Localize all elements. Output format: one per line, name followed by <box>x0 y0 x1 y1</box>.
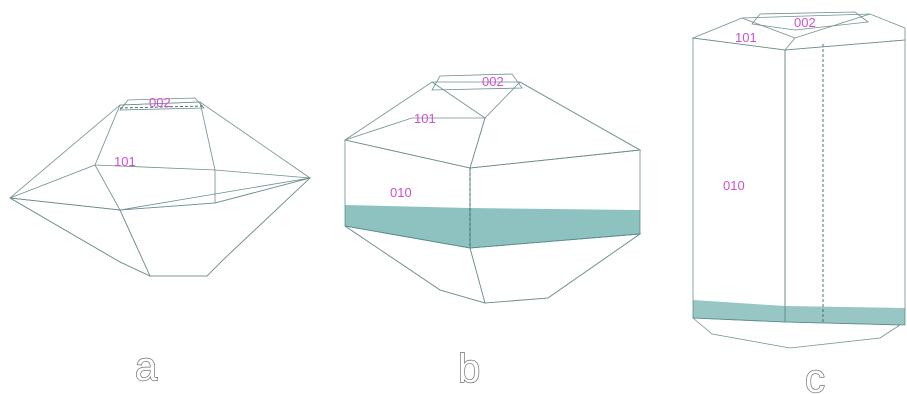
crystal-b-upper-facet-right <box>469 81 642 169</box>
crystal-b-label-101: 101 <box>414 111 436 126</box>
crystal-c-top-face <box>751 11 870 31</box>
crystal-a: 002 101 <box>9 95 312 277</box>
crystal-b-top-face <box>431 73 523 91</box>
crystal-c-label-101: 101 <box>735 30 757 45</box>
panel-letter-c: c <box>805 357 825 394</box>
crystal-b-label-010: 010 <box>390 185 412 200</box>
crystal-a-upper-facet-mid <box>94 101 216 171</box>
crystal-c-label-010: 010 <box>723 178 745 193</box>
crystal-c-prism-right <box>784 39 906 326</box>
crystal-a-upper-pyramid <box>9 101 311 211</box>
crystal-a-label-002: 002 <box>149 95 171 110</box>
crystal-a-edge-left <box>9 164 121 211</box>
crystal-b: 002 101 010 <box>344 73 642 304</box>
panel-letter-b: b <box>458 347 480 391</box>
crystal-b-label-002: 002 <box>482 74 504 89</box>
crystal-b-prism-shade <box>345 205 640 248</box>
crystal-b-upper-edges <box>344 81 487 141</box>
crystal-a-top-face <box>119 97 205 111</box>
crystal-a-lower-pyramid <box>9 177 312 277</box>
crystal-c-prism-shade <box>693 300 905 325</box>
crystal-c: 002 101 010 <box>691 11 906 349</box>
crystal-a-edge-right <box>214 169 311 179</box>
crystal-a-hidden-edge <box>119 105 205 109</box>
crystal-b-upper-edge-front <box>469 117 486 169</box>
panel-letter-a: a <box>135 345 158 389</box>
crystal-c-upper-edge-front <box>784 37 796 51</box>
crystal-c-label-002: 002 <box>794 15 816 30</box>
crystal-a-label-101: 101 <box>114 154 136 169</box>
